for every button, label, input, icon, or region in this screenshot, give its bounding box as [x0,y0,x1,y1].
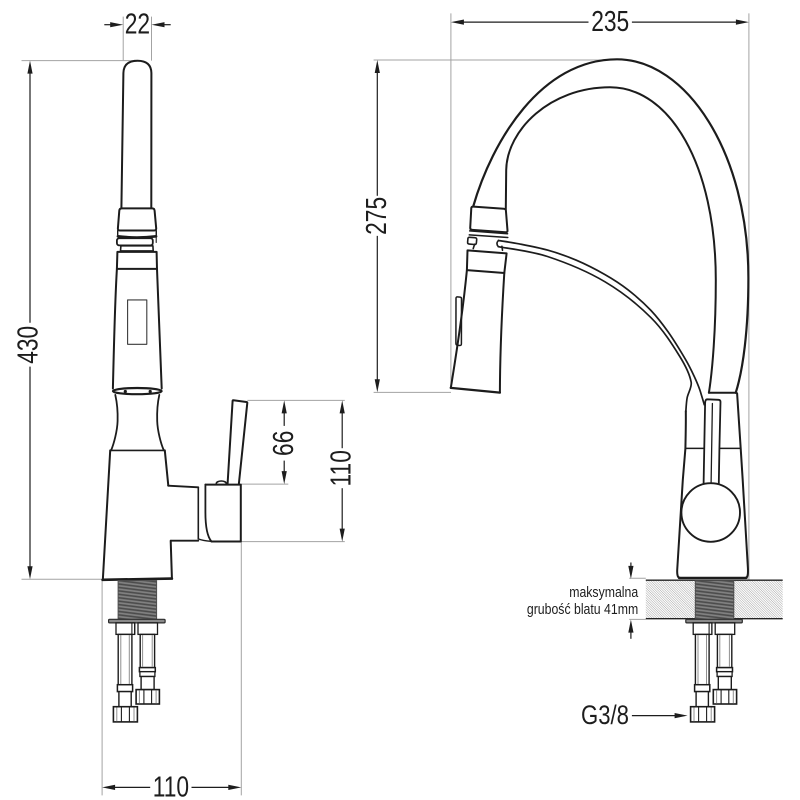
svg-text:maksymalna: maksymalna [569,584,638,600]
svg-text:275: 275 [362,197,393,235]
svg-text:235: 235 [591,7,629,38]
svg-text:G3/8: G3/8 [581,701,629,730]
svg-text:grubość blatu 41mm: grubość blatu 41mm [527,601,638,617]
svg-text:110: 110 [153,772,189,800]
svg-text:430: 430 [13,326,44,364]
svg-text:110: 110 [326,450,357,486]
svg-text:22: 22 [125,9,150,40]
svg-text:66: 66 [269,431,300,456]
